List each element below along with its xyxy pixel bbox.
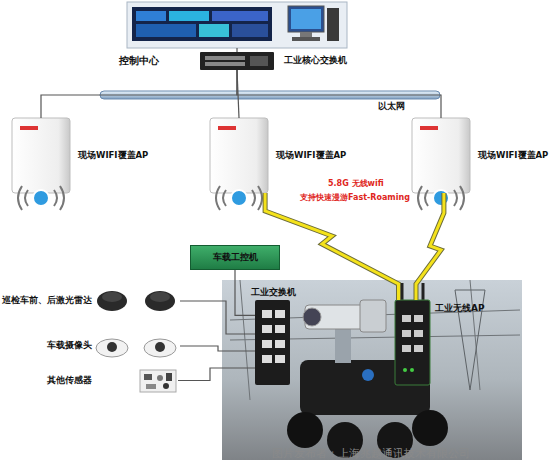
connector-path — [41, 70, 237, 118]
camera-symbol — [96, 339, 176, 357]
node-label: 现场WIFI覆盖AP — [276, 150, 346, 162]
cable-line — [180, 346, 255, 351]
process-box: 车载工控机 — [190, 245, 280, 270]
wifi-ap: 现场WIFI覆盖AP — [210, 118, 268, 193]
connector-path — [237, 70, 441, 118]
bolt-outline — [416, 193, 444, 300]
node-label: 其他传感器 — [47, 375, 92, 387]
lidar-node: 巡检车前、后激光雷达 — [95, 289, 180, 313]
wireless-note: 支持快速漫游Fast-Roaming — [300, 192, 410, 203]
node-label: 巡检车前、后激光雷达 — [2, 295, 92, 307]
wireless-note: 5.8G 无线wifi — [328, 178, 384, 189]
sensor-symbol — [140, 370, 176, 392]
node-label: 车载摄像头 — [47, 340, 92, 352]
connector-path — [416, 193, 444, 300]
industrial-switch — [255, 300, 290, 385]
node-label: 工业核心交换机 — [284, 54, 347, 67]
bolt-outline — [265, 193, 398, 300]
node-label: 车载工控机 — [191, 246, 279, 269]
connector-path — [265, 193, 398, 300]
wifi-ap: 现场WIFI覆盖AP — [12, 118, 70, 193]
cable-line — [237, 70, 441, 118]
robot-photo — [222, 280, 522, 460]
node-label: 现场WIFI覆盖AP — [478, 150, 548, 162]
node-label: 工业无线AP — [435, 302, 485, 315]
connector-path — [180, 301, 255, 334]
cable-line — [237, 48, 238, 52]
core-switch-node: 工业核心交换机 — [200, 52, 274, 70]
ap-device — [12, 118, 470, 193]
control-center: 控制中心 — [127, 2, 347, 48]
connector-path — [236, 48, 237, 52]
node-label: 工业交换机 — [251, 286, 296, 299]
cable-line — [178, 368, 255, 381]
cable-line — [180, 301, 255, 334]
wireless-ap-node: 工业无线AP — [395, 300, 430, 385]
connector-path — [178, 368, 255, 381]
control-screen — [127, 2, 347, 48]
watermark: 图片发布者：上海兆越通讯技术有限公司 — [272, 446, 470, 461]
cable-line — [41, 70, 237, 118]
camera-node: 车载摄像头 — [95, 334, 180, 358]
node-label: 控制中心 — [119, 54, 159, 68]
sensor-node: 其他传感器 — [138, 368, 178, 393]
core-switch — [200, 52, 274, 70]
connector-path — [180, 346, 255, 351]
wifi-ap: 现场WIFI覆盖AP — [412, 118, 470, 193]
wireless-link — [416, 193, 444, 300]
lidar-symbol — [97, 291, 175, 311]
node-label: 现场WIFI覆盖AP — [78, 150, 148, 162]
wifi-icon — [18, 186, 464, 210]
switch-node: 工业交换机 — [255, 300, 290, 385]
network-label: 以太网 — [378, 100, 405, 113]
wireless-link — [265, 193, 398, 300]
